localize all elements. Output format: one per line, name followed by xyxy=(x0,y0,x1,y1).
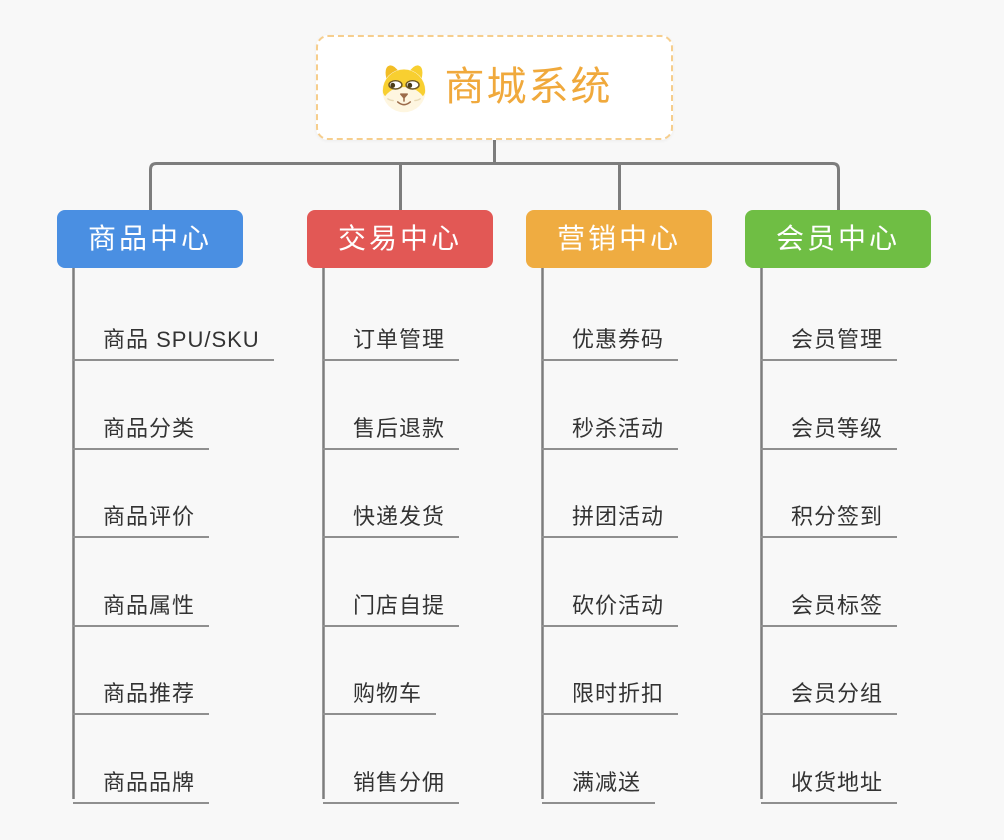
branch-label: 营销中心 xyxy=(556,223,681,254)
leaf-node[interactable]: 优惠券码 xyxy=(542,318,679,361)
leaf-node[interactable]: 会员管理 xyxy=(761,318,898,361)
leaf-node[interactable]: 售后退款 xyxy=(323,407,460,450)
leaf-node[interactable]: 商品属性 xyxy=(73,584,210,627)
branch-label: 商品中心 xyxy=(87,223,212,254)
branch-node[interactable]: 商品中心 xyxy=(57,210,243,268)
leaf-node[interactable]: 销售分佣 xyxy=(323,761,460,804)
leaf-node[interactable]: 会员标签 xyxy=(761,584,898,627)
branch-node[interactable]: 会员中心 xyxy=(745,210,931,268)
branch-node[interactable]: 营销中心 xyxy=(526,210,712,268)
branch-node[interactable]: 交易中心 xyxy=(307,210,493,268)
leaf-node[interactable]: 订单管理 xyxy=(323,318,460,361)
leaf-node[interactable]: 积分签到 xyxy=(761,495,898,538)
leaf-node[interactable]: 秒杀活动 xyxy=(542,407,679,450)
leaf-node[interactable]: 拼团活动 xyxy=(542,495,679,538)
leaf-node[interactable]: 门店自提 xyxy=(323,584,460,627)
leaf-node[interactable]: 满减送 xyxy=(542,761,656,804)
root-title: 商城系统 xyxy=(444,64,613,109)
root-node[interactable]: 商城系统 xyxy=(316,35,673,140)
leaf-node[interactable]: 商品分类 xyxy=(73,407,210,450)
leaf-node[interactable]: 会员分组 xyxy=(761,672,898,715)
leaf-node[interactable]: 商品 SPU/SKU xyxy=(73,318,274,361)
leaf-node[interactable]: 商品推荐 xyxy=(73,672,210,715)
leaf-node[interactable]: 限时折扣 xyxy=(542,672,679,715)
leaf-node[interactable]: 商品评价 xyxy=(73,495,210,538)
leaf-node[interactable]: 会员等级 xyxy=(761,407,898,450)
dog-face-icon xyxy=(377,62,431,114)
leaf-node[interactable]: 收货地址 xyxy=(761,761,898,804)
leaf-node[interactable]: 砍价活动 xyxy=(542,584,679,627)
leaf-node[interactable]: 购物车 xyxy=(323,672,437,715)
branch-label: 会员中心 xyxy=(775,223,900,254)
leaf-node[interactable]: 快递发货 xyxy=(323,495,460,538)
branch-label: 交易中心 xyxy=(337,223,462,254)
leaf-node[interactable]: 商品品牌 xyxy=(73,761,210,804)
